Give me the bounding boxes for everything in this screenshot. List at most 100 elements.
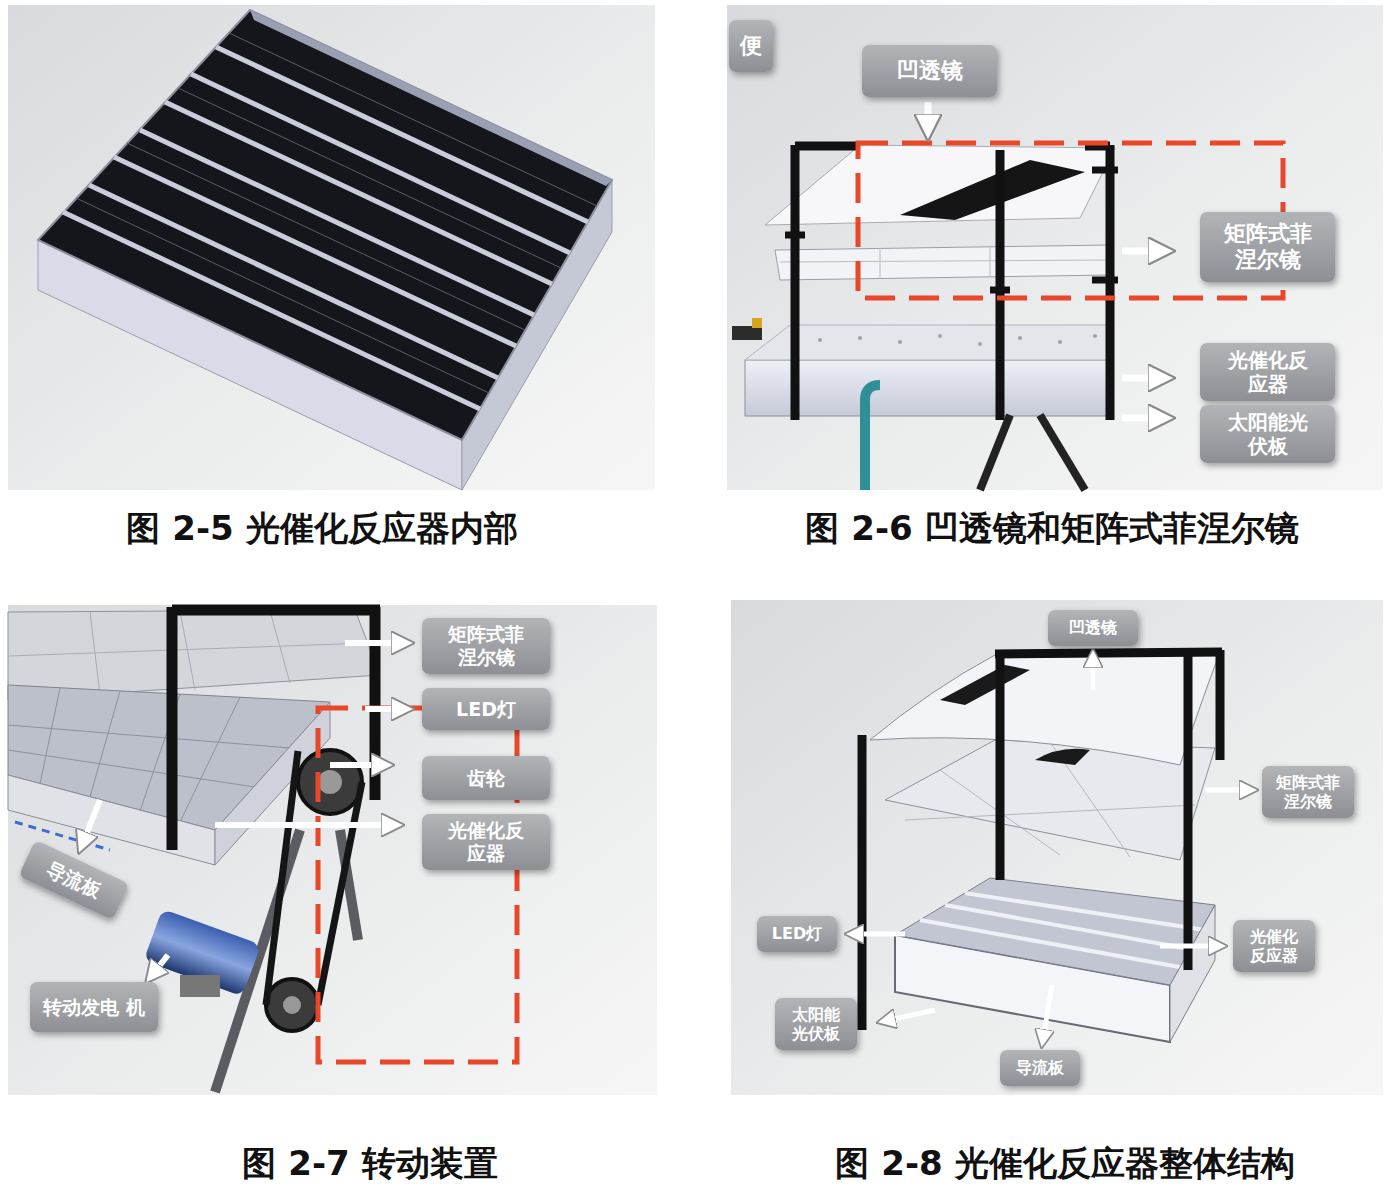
illustration-part [945, 905, 1195, 950]
illustration-part [38, 10, 612, 440]
illustration-part [895, 878, 1215, 985]
callout-box: 光催化 反应器 [1233, 920, 1315, 972]
callout-text: 转动发电 机 [43, 996, 145, 1019]
callout-text: 便 [740, 33, 762, 59]
illustration-part [920, 893, 1205, 968]
callout-box: 矩阵式菲 涅尔镜 [1200, 212, 1335, 282]
callout-text: 太阳能光 伏板 [1206, 410, 1329, 458]
figure-caption: 图 2-8 光催化反应器整体结构 [835, 1141, 1294, 1187]
illustration-part [905, 805, 1195, 820]
illustration-part [167, 607, 178, 850]
illustration-part [900, 160, 1085, 220]
illustration-part [172, 605, 380, 616]
callout-box: 导流板 [1000, 1050, 1080, 1086]
illustration-part [791, 145, 800, 420]
illustration-part [345, 640, 410, 646]
callout-box: 转动发电 机 [30, 982, 158, 1032]
illustration-part [144, 909, 261, 997]
illustration-part [8, 5, 655, 490]
illustration-part [8, 605, 657, 1095]
callout-text: 导流板 [1016, 1058, 1064, 1077]
illustration-part [148, 955, 168, 980]
illustration-part [266, 751, 298, 1005]
illustration-part [745, 325, 1110, 360]
illustration-part [370, 607, 381, 800]
illustration-part [990, 287, 1010, 294]
illustration-part [785, 170, 1118, 290]
figure-caption: 图 2-6 凹透镜和矩阵式菲涅尔镜 [805, 506, 1298, 552]
illustration-part [8, 750, 255, 787]
callout-box: LED灯 [422, 688, 550, 730]
illustration-part [990, 246, 991, 277]
illustration-part [818, 338, 822, 342]
callout-text: 矩阵式菲 涅尔镜 [428, 623, 544, 669]
illustration-part [89, 185, 498, 378]
illustration-part [1122, 375, 1170, 382]
illustration-part [90, 612, 100, 695]
callout-box: 齿轮 [422, 756, 550, 800]
callout-text: 齿轮 [467, 767, 505, 790]
illustration-part [63, 212, 480, 409]
illustration-part [795, 145, 1110, 420]
illustration-part [752, 318, 762, 328]
illustration-part [270, 611, 290, 683]
illustration-part [780, 260, 1110, 262]
illustration-part [180, 697, 240, 822]
illustration-part [8, 610, 380, 700]
illustration-part [8, 611, 368, 695]
illustration-part [848, 652, 1255, 1045]
illustration-part [216, 47, 588, 222]
illustration-part [996, 655, 1005, 880]
callout-text: 凹透镜 [897, 58, 963, 84]
illustration-part [1184, 655, 1193, 970]
illustration-part [940, 665, 1030, 705]
illustration-part [858, 336, 862, 340]
illustration-part [780, 246, 1110, 279]
illustration-part [76, 33, 597, 393]
callout-box: LED灯 [757, 916, 837, 952]
callout-box: 凹透镜 [1048, 610, 1138, 646]
callout-text: 光催化 反应器 [1239, 927, 1309, 965]
illustration-part [858, 735, 867, 1030]
illustration-part [898, 340, 902, 344]
callout-box: 光催化反 应器 [1200, 343, 1335, 401]
figure-caption: 图 2-5 光催化反应器内部 [126, 506, 517, 552]
illustration-part [15, 822, 110, 850]
callout-text: 矩阵式菲 涅尔镜 [1268, 773, 1348, 811]
illustration-part [965, 893, 1205, 930]
illustration-part [1058, 340, 1062, 344]
callout-box: 凹透镜 [862, 45, 997, 97]
illustration-part [283, 996, 301, 1014]
illustration-part [215, 822, 400, 828]
illustration-part [862, 650, 1222, 1030]
callout-box: 太阳能 光伏板 [775, 998, 857, 1050]
callout-box: 太阳能光 伏板 [1200, 405, 1335, 463]
illustration-part [745, 360, 1110, 416]
illustration-part [365, 706, 410, 712]
callout-box: 矩阵式菲 涅尔镜 [1262, 766, 1354, 818]
illustration-part [727, 5, 1383, 490]
illustration-part [995, 652, 1222, 654]
illustration-part [76, 198, 489, 393]
illustration-part [978, 342, 982, 346]
illustration-part [165, 102, 552, 284]
callout-box: 光催化反 应器 [422, 814, 550, 870]
figure-caption: 图 2-7 转动装置 [242, 1141, 497, 1187]
illustration-part [765, 145, 1115, 225]
illustration-part [865, 385, 880, 400]
illustration-part [229, 33, 597, 206]
illustration-part [40, 688, 60, 784]
illustration-part [1091, 652, 1096, 690]
callout-text: 光催化反 应器 [428, 819, 544, 865]
illustration-part [298, 750, 362, 814]
illustration-part [1092, 167, 1118, 174]
illustration-part [1122, 415, 1170, 422]
overall-structure [848, 650, 1255, 1045]
illustration-part [925, 102, 932, 136]
illustration-part [938, 334, 942, 338]
illustration-part [732, 326, 762, 340]
illustration-part [140, 130, 534, 315]
illustration-part [920, 920, 1185, 968]
